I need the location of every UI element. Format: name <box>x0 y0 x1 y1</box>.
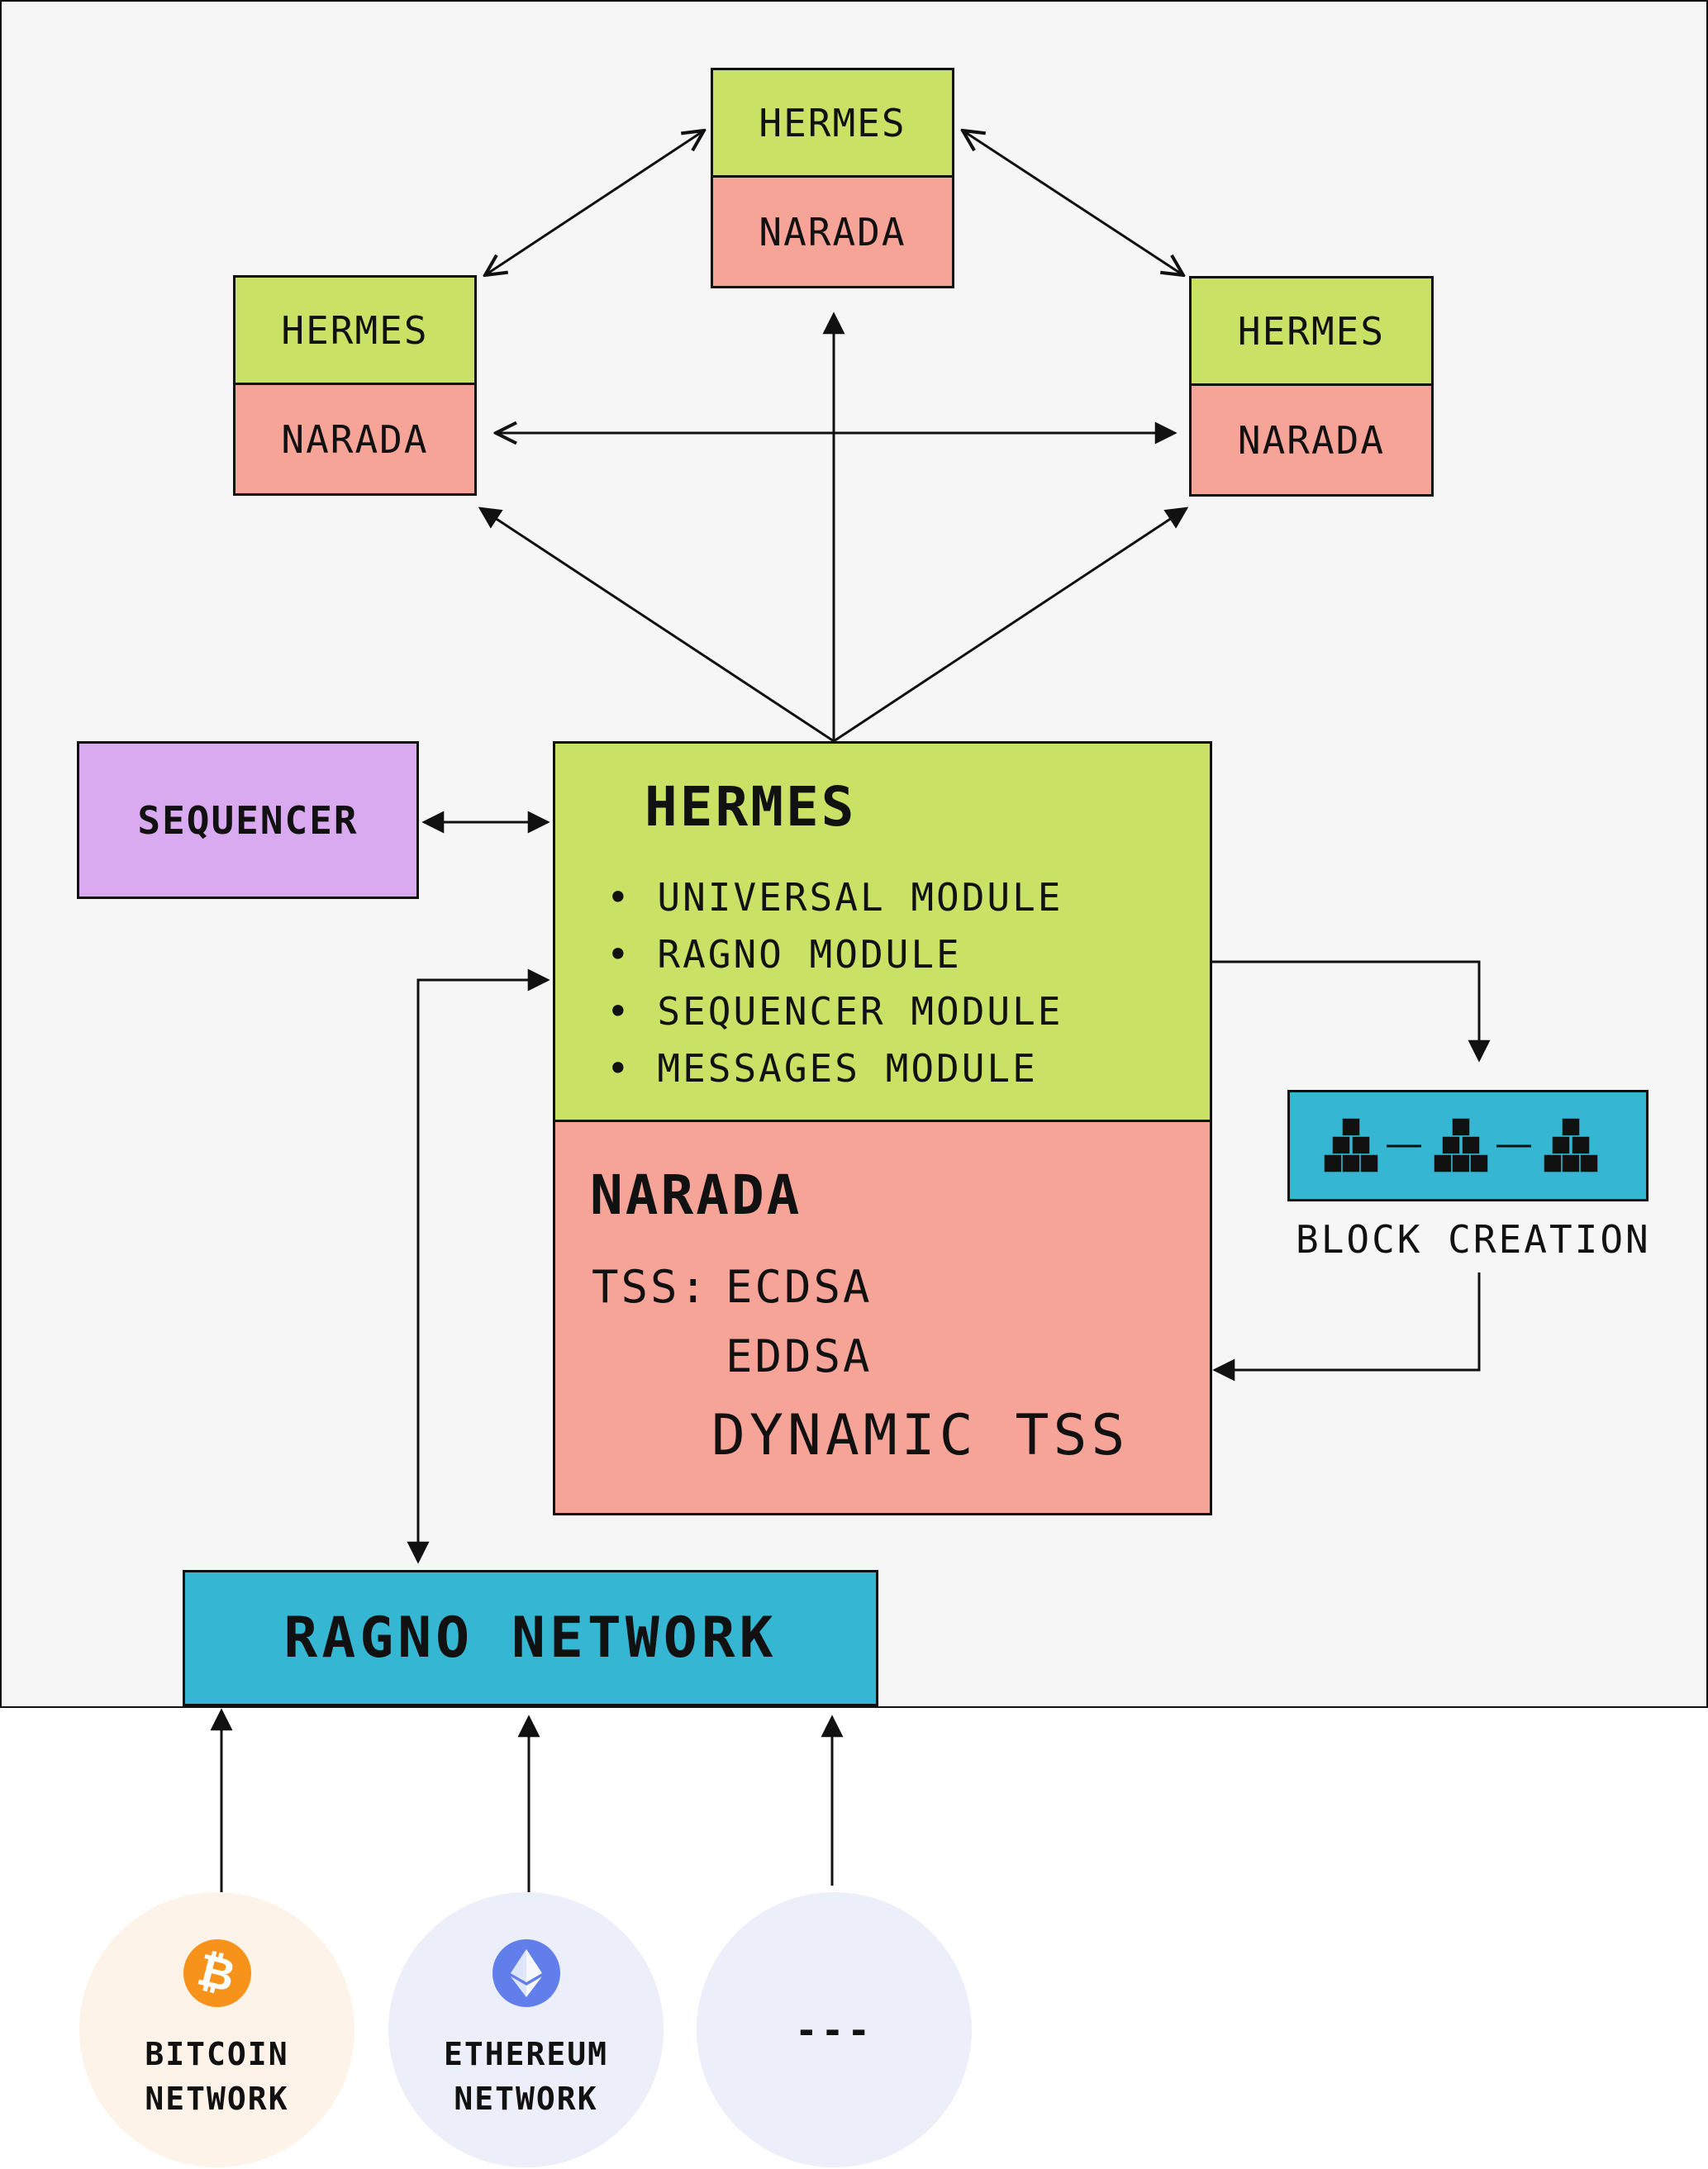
tss-scheme: EDDSA <box>726 1330 873 1382</box>
fanout-right <box>833 507 1189 743</box>
sequencer-box[interactable]: SEQUENCER <box>77 741 419 899</box>
narada-label: NARADA <box>1237 417 1386 463</box>
module-item: SEQUENCER MODULE <box>607 983 1063 1040</box>
bitcoin-network-label: BITCOIN NETWORK <box>145 2032 288 2121</box>
hermes-label: HERMES <box>281 307 429 353</box>
peer-link-center-right <box>963 131 1183 275</box>
bitcoin-network-node[interactable]: ₿ BITCOIN NETWORK <box>79 1892 354 2167</box>
ragno-hermes-link <box>407 968 550 1564</box>
network-label-line: NETWORK <box>454 2080 598 2117</box>
narada-label: NARADA <box>759 209 906 254</box>
top-node-right-narada[interactable]: NARADA <box>1189 383 1434 497</box>
top-node-right-hermes[interactable]: HERMES <box>1189 276 1434 386</box>
ethereum-icon <box>492 1938 560 2007</box>
top-node-center-hermes[interactable]: HERMES <box>711 68 954 178</box>
module-item: RAGNO MODULE <box>607 926 1063 983</box>
sequencer-label: SEQUENCER <box>137 797 359 843</box>
narada-label: NARADA <box>281 416 429 462</box>
network-label-line: BITCOIN <box>145 2035 289 2072</box>
top-node-center-narada[interactable]: NARADA <box>711 175 954 288</box>
other-network-node[interactable]: --- <box>697 1892 972 2167</box>
ragno-network-label: RAGNO NETWORK <box>283 1605 778 1671</box>
main-narada-box[interactable]: NARADA TSS: ECDSA EDDSA DYNAMIC TSS <box>553 1120 1212 1515</box>
network-label-line: NETWORK <box>145 2080 289 2117</box>
ethereum-network-node[interactable]: ETHEREUM NETWORK <box>388 1892 664 2167</box>
fanout-left <box>478 507 835 743</box>
block-creation-label: BLOCK CREATION <box>1296 1217 1651 1262</box>
blocks-to-narada <box>1212 1272 1481 1382</box>
main-narada-title: NARADA <box>590 1163 802 1227</box>
blocks-chain-icon <box>1323 1116 1599 1173</box>
tss-label: TSS: <box>592 1261 710 1313</box>
ethereum-network-label: ETHEREUM NETWORK <box>444 2032 608 2121</box>
module-item: UNIVERSAL MODULE <box>607 869 1063 926</box>
hermes-to-blocks <box>1212 960 1491 1063</box>
ragno-network-box[interactable]: RAGNO NETWORK <box>183 1570 878 1706</box>
other-network-label: --- <box>794 2007 874 2052</box>
block-creation-box[interactable] <box>1287 1090 1649 1201</box>
module-list: UNIVERSAL MODULE RAGNO MODULE SEQUENCER … <box>607 869 1063 1097</box>
hermes-label: HERMES <box>1237 308 1386 354</box>
module-item: MESSAGES MODULE <box>607 1040 1063 1097</box>
bitcoin-icon: ₿ <box>183 1938 251 2007</box>
main-hermes-title: HERMES <box>645 775 857 839</box>
peer-link-left-center <box>485 131 704 275</box>
hermes-label: HERMES <box>759 100 906 145</box>
tss-scheme: ECDSA <box>726 1261 873 1313</box>
top-node-left-narada[interactable]: NARADA <box>233 383 477 496</box>
network-label-line: ETHEREUM <box>443 2035 609 2072</box>
dynamic-tss-label: DYNAMIC TSS <box>711 1403 1130 1468</box>
main-hermes-box[interactable]: HERMES UNIVERSAL MODULE RAGNO MODULE SEQ… <box>553 741 1212 1123</box>
